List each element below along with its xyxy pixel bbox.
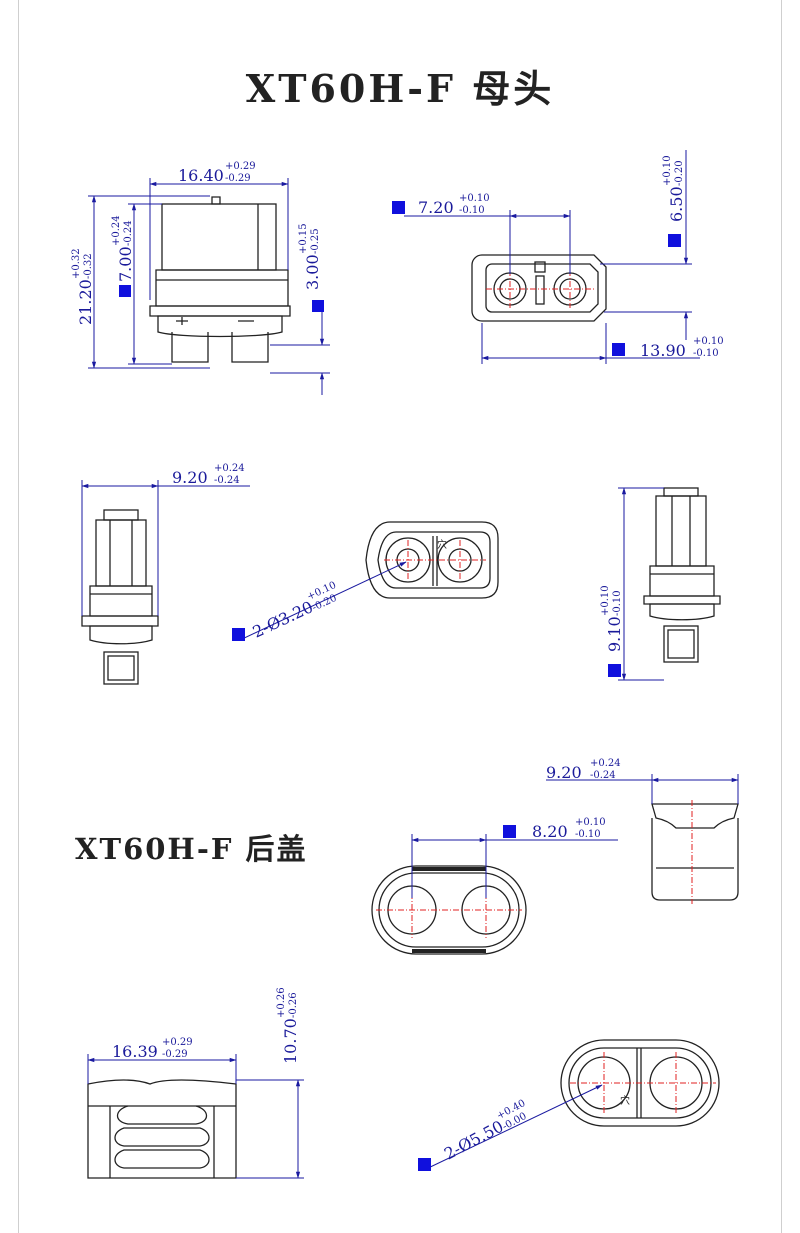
female-rear-centerlines bbox=[384, 540, 486, 580]
dim-16-39-value: 16.39 bbox=[112, 1042, 158, 1061]
dim-9-20-cover-value: 9.20 bbox=[546, 763, 582, 782]
female-side-dimension-lines bbox=[88, 178, 330, 395]
dim-2-3-20-value: 2-Ø3.20 bbox=[250, 597, 316, 641]
dim-21-20-upper-tol: +0.32 bbox=[71, 248, 82, 279]
dim-9-20-value: 9.20 bbox=[172, 468, 208, 487]
dim-6-50-upper-tol: +0.10 bbox=[662, 155, 673, 186]
dim-7-20-value: 7.20 bbox=[418, 198, 454, 217]
cover-small-side-view bbox=[651, 803, 739, 901]
dim-9-20-cover-lower-tol: -0.24 bbox=[590, 770, 616, 781]
square-marker bbox=[668, 234, 681, 247]
cover-top-dimension-lines bbox=[411, 834, 618, 898]
dim-9-20-cover-upper-tol: +0.24 bbox=[590, 758, 621, 769]
right-side-dimension-lines bbox=[618, 487, 664, 681]
dim-3-00-upper-tol: +0.15 bbox=[298, 223, 309, 254]
cover-large-side-view bbox=[87, 1079, 237, 1179]
dim-7-00-value: 7.00 bbox=[116, 246, 135, 282]
cover-large-dimension-lines bbox=[87, 1054, 304, 1179]
square-marker bbox=[232, 628, 245, 641]
dim-9-10-lower-tol: -0.10 bbox=[612, 590, 623, 616]
dim-10-70-value: 10.70 bbox=[281, 1018, 300, 1064]
dim-10-70-upper-tol: +0.26 bbox=[276, 987, 287, 1018]
dim-8-20-value: 8.20 bbox=[532, 822, 568, 841]
dim-16-40-value: 16.40 bbox=[178, 166, 224, 185]
dim-7-20-lower-tol: -0.10 bbox=[459, 205, 485, 216]
dim-16-39-lower-tol: -0.29 bbox=[162, 1049, 188, 1060]
hole-mark-label: 穴 bbox=[437, 538, 447, 551]
dim-2-5-50-value: 2-Ø5.50 bbox=[441, 1117, 507, 1164]
female-front-view bbox=[471, 254, 607, 322]
hole-mark-label: 穴 bbox=[620, 1094, 630, 1107]
dim-6-50-lower-tol: -0.20 bbox=[674, 160, 685, 186]
square-marker bbox=[608, 664, 621, 677]
cover-small-dimension-lines bbox=[546, 774, 739, 804]
square-marker bbox=[418, 1158, 431, 1171]
square-marker bbox=[503, 825, 516, 838]
dim-9-10-upper-tol: +0.10 bbox=[600, 585, 611, 616]
dim-13-90-lower-tol: -0.10 bbox=[693, 348, 719, 359]
female-narrow-side-view bbox=[81, 509, 159, 685]
square-marker bbox=[312, 300, 324, 312]
cover-top-centerlines bbox=[376, 882, 522, 938]
left-page-edge bbox=[18, 0, 19, 1233]
dim-8-20-lower-tol: -0.10 bbox=[575, 829, 601, 840]
female-side-view bbox=[149, 196, 291, 363]
dim-21-20-value: 21.20 bbox=[76, 279, 95, 325]
dim-9-20-upper-tol: +0.24 bbox=[214, 463, 245, 474]
female-connector-title: XT60H-F 母头 bbox=[245, 66, 555, 111]
square-marker bbox=[612, 343, 625, 356]
dim-13-90-upper-tol: +0.10 bbox=[693, 336, 724, 347]
right-page-edge bbox=[781, 0, 782, 1233]
dim-13-90-value: 13.90 bbox=[640, 341, 686, 360]
dim-3-00-value: 3.00 bbox=[303, 254, 322, 290]
dim-16-39-upper-tol: +0.29 bbox=[162, 1037, 193, 1048]
leader-2-3-20 bbox=[239, 561, 407, 641]
dim-7-20-upper-tol: +0.10 bbox=[459, 193, 490, 204]
narrow-side-dimension-lines bbox=[81, 480, 250, 616]
dim-7-00-lower-tol: -0.24 bbox=[123, 220, 134, 246]
square-marker bbox=[119, 285, 131, 297]
dim-7-00-upper-tol: +0.24 bbox=[111, 215, 122, 246]
dim-8-20-upper-tol: +0.10 bbox=[575, 817, 606, 828]
female-front-centerlines bbox=[486, 270, 596, 308]
cover-bottom-centerlines bbox=[570, 1052, 716, 1114]
dim-16-40-upper-tol: +0.29 bbox=[225, 161, 256, 172]
dim-16-40-lower-tol: -0.29 bbox=[225, 173, 251, 184]
dim-3-00-lower-tol: -0.25 bbox=[310, 228, 321, 254]
female-front-dimension-lines bbox=[404, 150, 700, 364]
leader-2-5-50 bbox=[423, 1084, 603, 1171]
female-right-side-view bbox=[643, 487, 721, 663]
dim-21-20-lower-tol: -0.32 bbox=[83, 253, 94, 279]
square-marker bbox=[392, 201, 405, 214]
dim-9-10-value: 9.10 bbox=[605, 616, 624, 652]
dim-9-20-lower-tol: -0.24 bbox=[214, 475, 240, 486]
rear-cover-title: XT60H-F 后盖 bbox=[75, 832, 308, 866]
dim-10-70-lower-tol: -0.26 bbox=[288, 992, 299, 1018]
dim-6-50-value: 6.50 bbox=[667, 186, 686, 222]
